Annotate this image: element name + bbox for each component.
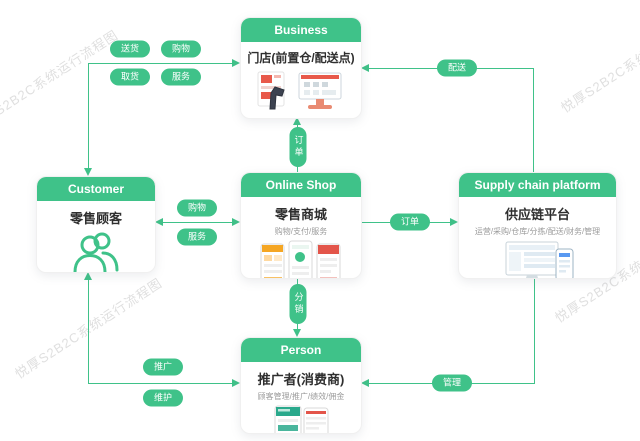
arrowhead-into-person-left bbox=[232, 379, 240, 387]
node-person-header: Person bbox=[241, 338, 361, 362]
node-customer-header: Customer bbox=[37, 177, 155, 201]
edge-label-service-mid: 服务 bbox=[176, 228, 218, 246]
watermark-text: 悦厚S2B2C系统运行流程图 bbox=[558, 9, 640, 116]
connector-customer-business-vertical bbox=[88, 63, 89, 170]
node-online-shop: Online Shop 零售商城 购物/支付/服务 bbox=[240, 172, 362, 279]
edge-label-service: 服务 bbox=[160, 68, 202, 86]
connector-customer-shop bbox=[161, 222, 234, 223]
arrowhead-into-customer-right bbox=[155, 218, 163, 226]
connector-person-customer-horizontal bbox=[88, 383, 233, 384]
edge-label-shopping-mid: 购物 bbox=[176, 199, 218, 217]
edge-label-shopping: 购物 bbox=[160, 40, 202, 58]
node-online-shop-header: Online Shop bbox=[241, 173, 361, 197]
arrowhead-into-business-right bbox=[361, 64, 369, 72]
edge-label-promote: 推广 bbox=[142, 358, 184, 376]
node-customer: Customer 零售顾客 bbox=[36, 176, 156, 273]
edge-label-order-right: 订单 bbox=[389, 213, 431, 231]
node-customer-title: 零售顾客 bbox=[69, 211, 122, 226]
node-supply-chain-title: 供应链平台 bbox=[504, 207, 570, 222]
watermark-text: 悦厚S2B2C系统运行流程图 bbox=[0, 27, 121, 134]
node-supply-chain-header: Supply chain platform bbox=[459, 173, 616, 197]
arrowhead-into-business-left bbox=[232, 59, 240, 67]
node-supply-chain-platform: Supply chain platform 供应链平台 运营/采购/仓库/分拣/… bbox=[458, 172, 617, 279]
connector-person-customer-vertical bbox=[88, 279, 89, 383]
arrowhead-into-customer-top bbox=[84, 168, 92, 176]
node-business: Business 门店(前置仓/配送点) bbox=[240, 17, 362, 119]
edge-label-delivery: 送货 bbox=[109, 40, 151, 58]
node-online-shop-subtitle: 购物/支付/服务 bbox=[274, 227, 328, 236]
arrowhead-into-supply-left bbox=[450, 218, 458, 226]
node-online-shop-title: 零售商城 bbox=[274, 207, 327, 222]
arrowhead-into-shop-left bbox=[232, 218, 240, 226]
customers-people-icon bbox=[73, 232, 119, 272]
node-person-subtitle: 顾客管理/推广/绩效/佣金 bbox=[257, 392, 345, 401]
edge-label-distribution-down: 分销 bbox=[289, 284, 307, 324]
edge-label-pickup: 取货 bbox=[109, 68, 151, 86]
promoter-phones-icon bbox=[274, 405, 329, 433]
node-supply-chain-subtitle: 运营/采购/仓库/分拣/配送/财务/管理 bbox=[474, 227, 601, 236]
arrowhead-into-person-top bbox=[293, 329, 301, 337]
connector-supply-business-vertical bbox=[533, 68, 534, 172]
desktop-phone-icon bbox=[505, 241, 573, 278]
connector-customer-business-horizontal bbox=[88, 63, 233, 64]
pos-terminal-scanner-icon bbox=[257, 71, 342, 110]
edge-label-distribution: 配送 bbox=[436, 59, 478, 77]
node-person-title: 推广者(消费商) bbox=[257, 372, 345, 387]
connector-supply-person-vertical bbox=[534, 277, 535, 383]
edge-label-maintain: 维护 bbox=[142, 389, 184, 407]
node-business-title: 门店(前置仓/配送点) bbox=[247, 51, 355, 65]
edge-label-manage: 管理 bbox=[431, 374, 473, 392]
arrowhead-into-business-bottom bbox=[293, 117, 301, 125]
node-business-header: Business bbox=[241, 18, 361, 42]
arrowhead-into-customer-bottom bbox=[84, 272, 92, 280]
phone-screens-icon bbox=[260, 240, 341, 278]
node-person: Person 推广者(消费商) 顾客管理/推广/绩效/佣金 bbox=[240, 337, 362, 434]
arrowhead-into-person-right bbox=[361, 379, 369, 387]
edge-label-order-up: 订单 bbox=[289, 127, 307, 167]
